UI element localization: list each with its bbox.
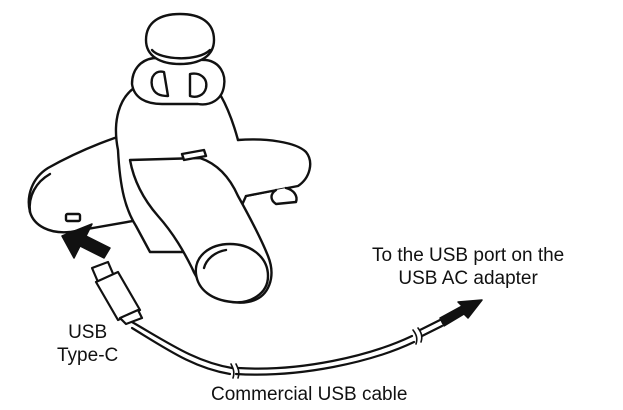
- usb-c-port: [64, 212, 82, 223]
- usb-type-c-label-line-2: Type-C: [57, 345, 119, 366]
- usb-type-c-plug: [90, 260, 144, 326]
- arrow-right-icon: [439, 299, 483, 327]
- usb-type-c-label: USB Type-C: [57, 321, 118, 367]
- commercial-usb-cable-label: Commercial USB cable: [211, 384, 408, 405]
- device-neck: [130, 56, 226, 106]
- usb-port-label-line-2: USB AC adapter: [398, 268, 538, 289]
- device-right-arm: [236, 138, 312, 206]
- usb-type-c-label-line-1: USB: [68, 322, 108, 343]
- usb-cable: [130, 318, 444, 379]
- usb-port-label: To the USB port on the USB AC adapter: [372, 244, 564, 290]
- device-front-leg: [128, 156, 273, 304]
- device-knob: [144, 12, 216, 66]
- usb-port-label-line-1: To the USB port on the: [372, 245, 565, 266]
- device-grip-mark: [180, 148, 208, 162]
- arrow-up-right-icon: [61, 223, 111, 259]
